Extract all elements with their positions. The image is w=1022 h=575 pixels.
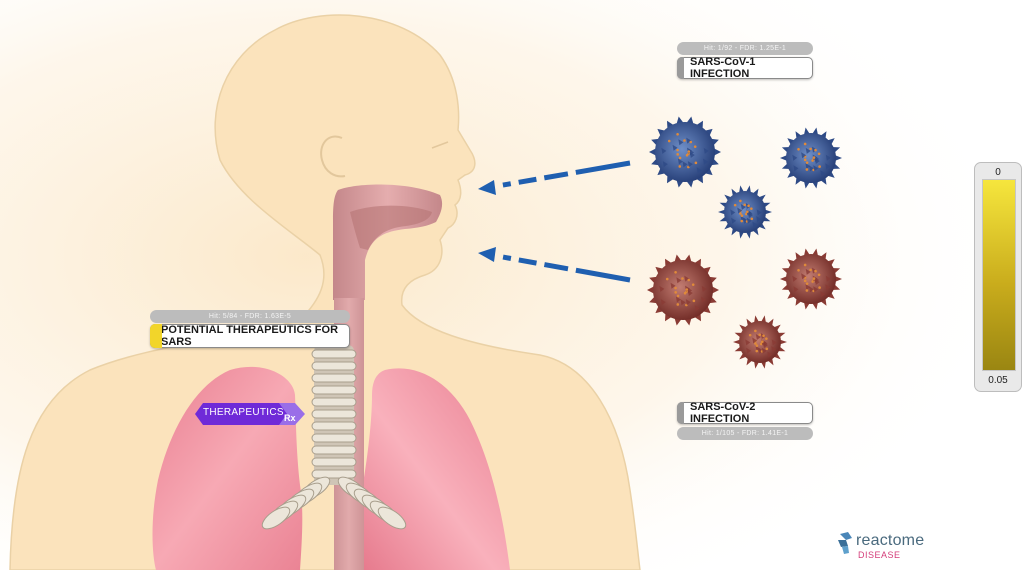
inhalation-arrow-top bbox=[478, 163, 630, 195]
fdr-color-legend[interactable]: 0 0.05 bbox=[974, 162, 1022, 392]
sars-cov-1-hit-bar: Hit: 1/92 - FDR: 1.25E-1 bbox=[677, 42, 813, 55]
legend-bottom-value: 0.05 bbox=[975, 375, 1021, 386]
reactome-logo-icon bbox=[836, 532, 856, 554]
sars-cov-2-hit-bar: Hit: 1/105 - FDR: 1.41E-1 bbox=[677, 427, 813, 440]
sars-cov-1-hit-text: Hit: 1/92 - FDR: 1.25E-1 bbox=[704, 45, 786, 52]
logo-subtitle: DISEASE bbox=[858, 550, 901, 560]
logo-wordmark: reactome bbox=[856, 532, 924, 550]
inhalation-arrow-bottom bbox=[478, 247, 630, 280]
sars-cov-2-hit-text: Hit: 1/105 - FDR: 1.41E-1 bbox=[702, 430, 788, 437]
sars-cov-1-marker bbox=[677, 57, 684, 79]
therapeutics-hit-text: Hit: 5/84 - FDR: 1.63E-5 bbox=[209, 313, 291, 320]
sars-cov-1-virion bbox=[780, 128, 842, 189]
reactome-disease-logo: reactome DISEASE bbox=[836, 530, 946, 562]
therapeutics-enrichment-marker bbox=[150, 324, 162, 348]
potential-therapeutics-node[interactable]: POTENTIAL THERAPEUTICS FOR SARS bbox=[150, 324, 350, 348]
sars-cov-1-virion bbox=[718, 185, 772, 238]
sars-cov-2-infection-node[interactable]: SARS-CoV-2 INFECTION bbox=[677, 402, 813, 424]
sars-cov-2-virion bbox=[647, 255, 719, 326]
legend-top-value: 0 bbox=[975, 167, 1021, 178]
sars-cov-2-virion bbox=[780, 249, 842, 310]
sars-cov-2-marker bbox=[677, 402, 684, 424]
potential-therapeutics-label: POTENTIAL THERAPEUTICS FOR SARS bbox=[161, 324, 349, 348]
sars-cov-1-infection-node[interactable]: SARS-CoV-1 INFECTION bbox=[677, 57, 813, 79]
legend-gradient-bar bbox=[982, 179, 1016, 371]
sars-cov-2-virion bbox=[733, 315, 787, 368]
sars-cov-1-label: SARS-CoV-1 INFECTION bbox=[690, 56, 812, 80]
therapeutics-badge-label: THERAPEUTICS bbox=[203, 407, 284, 418]
rx-icon: Rx bbox=[284, 413, 296, 423]
sars-cov-2-label: SARS-CoV-2 INFECTION bbox=[690, 401, 812, 425]
therapeutics-hit-bar: Hit: 5/84 - FDR: 1.63E-5 bbox=[150, 310, 350, 323]
therapeutics-badge[interactable]: THERAPEUTICS Rx bbox=[195, 403, 305, 425]
sars-cov-1-virion bbox=[649, 117, 721, 188]
